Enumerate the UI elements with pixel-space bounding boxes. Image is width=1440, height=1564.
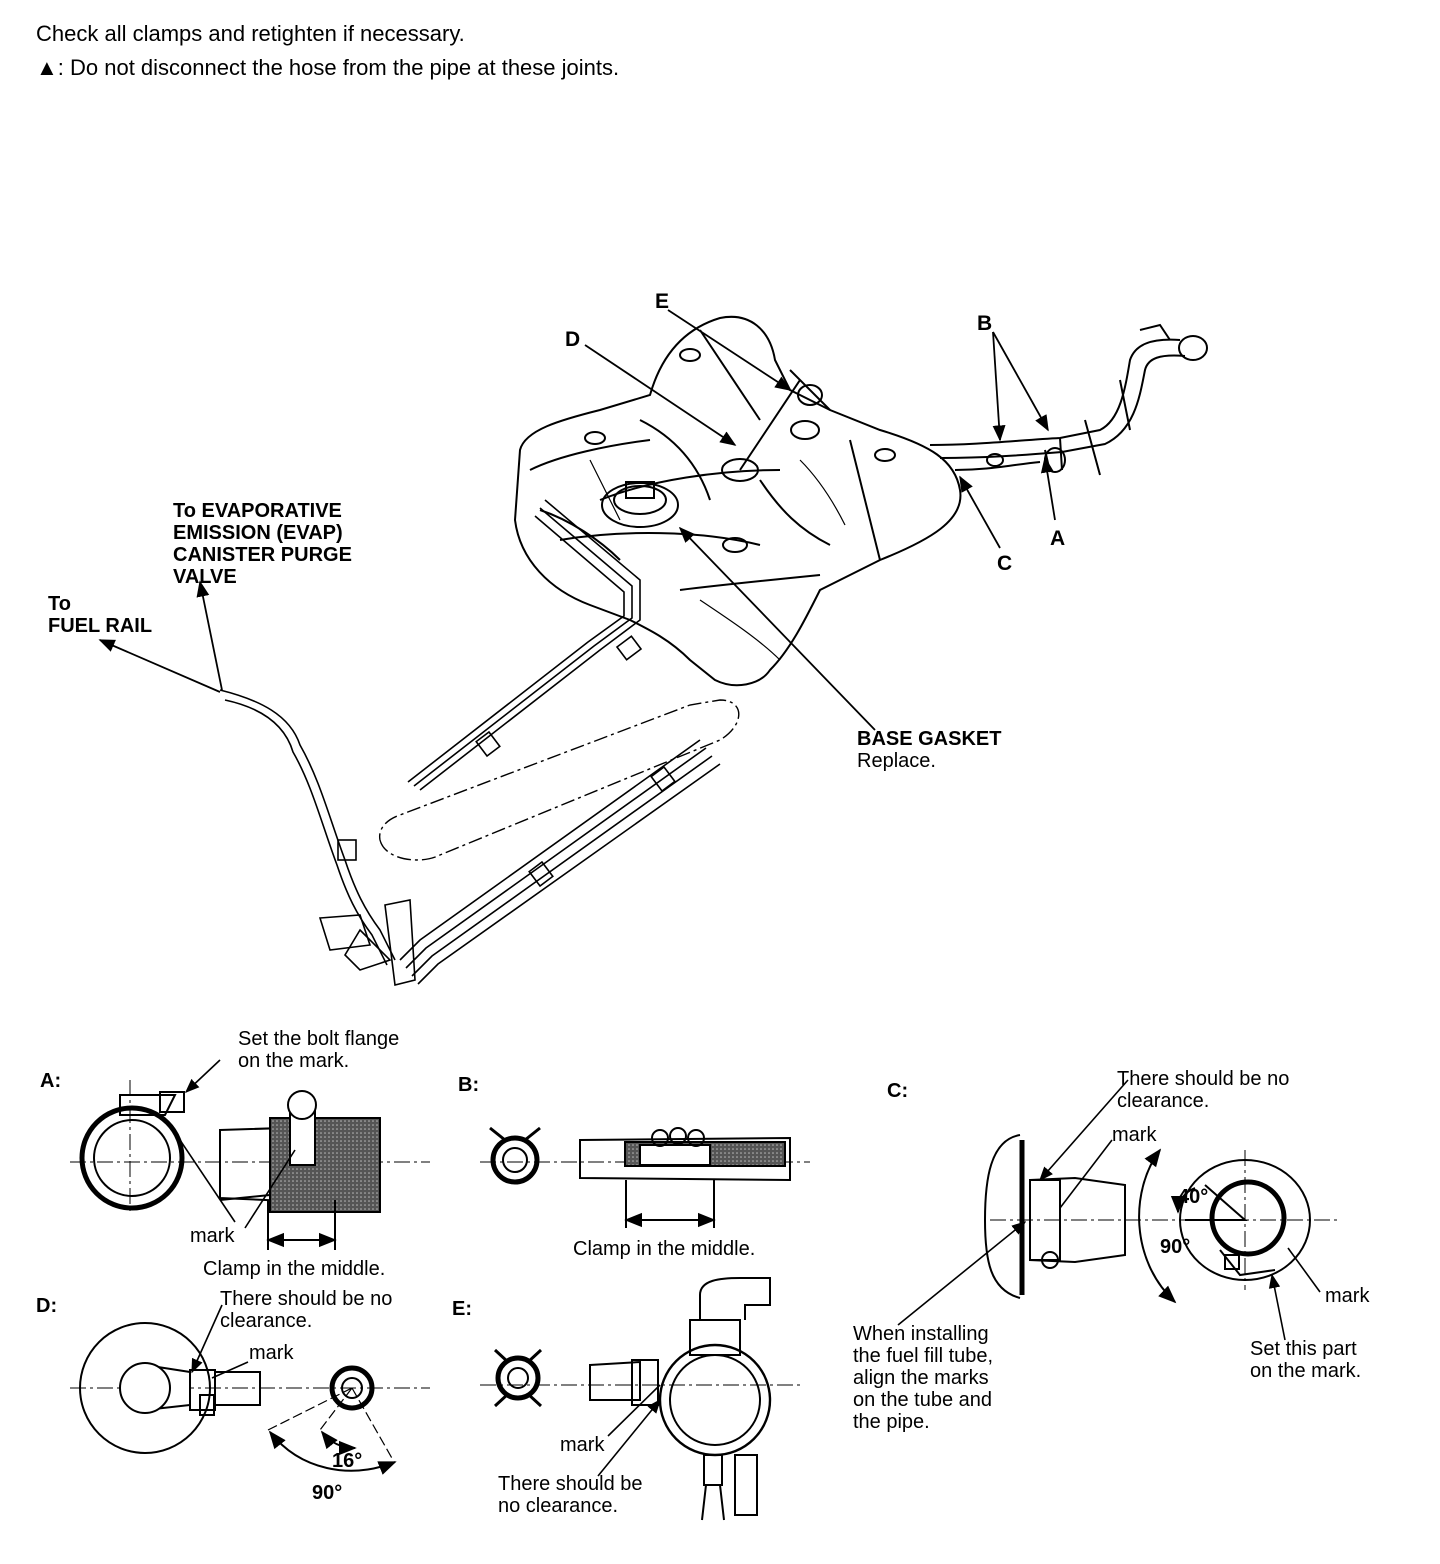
detail-e-mark-label: mark: [560, 1434, 605, 1456]
detail-b-drawing: [480, 1126, 810, 1228]
detail-b-tag: B:: [458, 1074, 480, 1096]
fuel-tank: [513, 315, 962, 687]
detail-a-clamp-note: Clamp in the middle.: [203, 1258, 386, 1280]
detail-e-tag: E:: [452, 1298, 472, 1320]
fuel-fill-tube: [929, 323, 1208, 476]
detail-e-clearance-note: There should be no clearance.: [498, 1473, 643, 1517]
instruction-check-clamps: Check all clamps and retighten if necess…: [36, 21, 465, 46]
detail-d-angle-16: 16°: [332, 1450, 363, 1472]
detail-c-angle-90: 90°: [1160, 1236, 1191, 1258]
detail-c-drawing: [897, 1079, 1340, 1341]
detail-a-tag: A:: [40, 1070, 62, 1092]
detail-c-tag: C:: [887, 1080, 909, 1102]
detail-a-drawing: [70, 1059, 430, 1250]
detail-c-mark-top: mark: [1112, 1124, 1157, 1146]
detail-e-drawing: [480, 1277, 800, 1521]
detail-c-install-note: When installing the fuel fill tube, alig…: [853, 1323, 994, 1433]
callout-arrows: [98, 309, 1056, 731]
label-base-gasket: BASE GASKET Replace.: [857, 728, 1002, 772]
instruction-do-not-disconnect: ▲: Do not disconnect the hose from the p…: [36, 51, 619, 85]
detail-d-tag: D:: [36, 1295, 58, 1317]
detail-d-angle-90: 90°: [312, 1482, 343, 1504]
label-fuel-rail: To FUEL RAIL: [48, 593, 153, 637]
callout-d: D: [565, 328, 581, 351]
detail-c-set-part-note: Set this part on the mark.: [1250, 1338, 1362, 1382]
warning-triangle-icon: ▲: [36, 55, 58, 80]
detail-d-clearance-note: There should be no clearance.: [220, 1288, 393, 1332]
label-evap-canister-purge-valve: To EVAPORATIVE EMISSION (EVAP) CANISTER …: [173, 500, 352, 588]
callout-b: B: [977, 312, 993, 335]
detail-c-mark-right: mark: [1325, 1285, 1370, 1307]
detail-a-mark-label: mark: [190, 1225, 235, 1247]
detail-b-clamp-note: Clamp in the middle.: [573, 1238, 756, 1260]
detail-a-bolt-note: Set the bolt flange on the mark.: [238, 1028, 400, 1072]
callout-a: A: [1050, 527, 1066, 550]
detail-d-drawing: [70, 1304, 430, 1475]
detail-c-angle-40: 40°: [1178, 1186, 1209, 1208]
callout-e: E: [655, 290, 670, 313]
detail-c-clearance-note: There should be no clearance.: [1117, 1068, 1290, 1112]
callout-c: C: [997, 552, 1013, 575]
fuel-lines: [219, 499, 740, 986]
instruction-do-not-disconnect-text: : Do not disconnect the hose from the pi…: [57, 55, 620, 80]
detail-d-mark-label: mark: [249, 1342, 294, 1364]
